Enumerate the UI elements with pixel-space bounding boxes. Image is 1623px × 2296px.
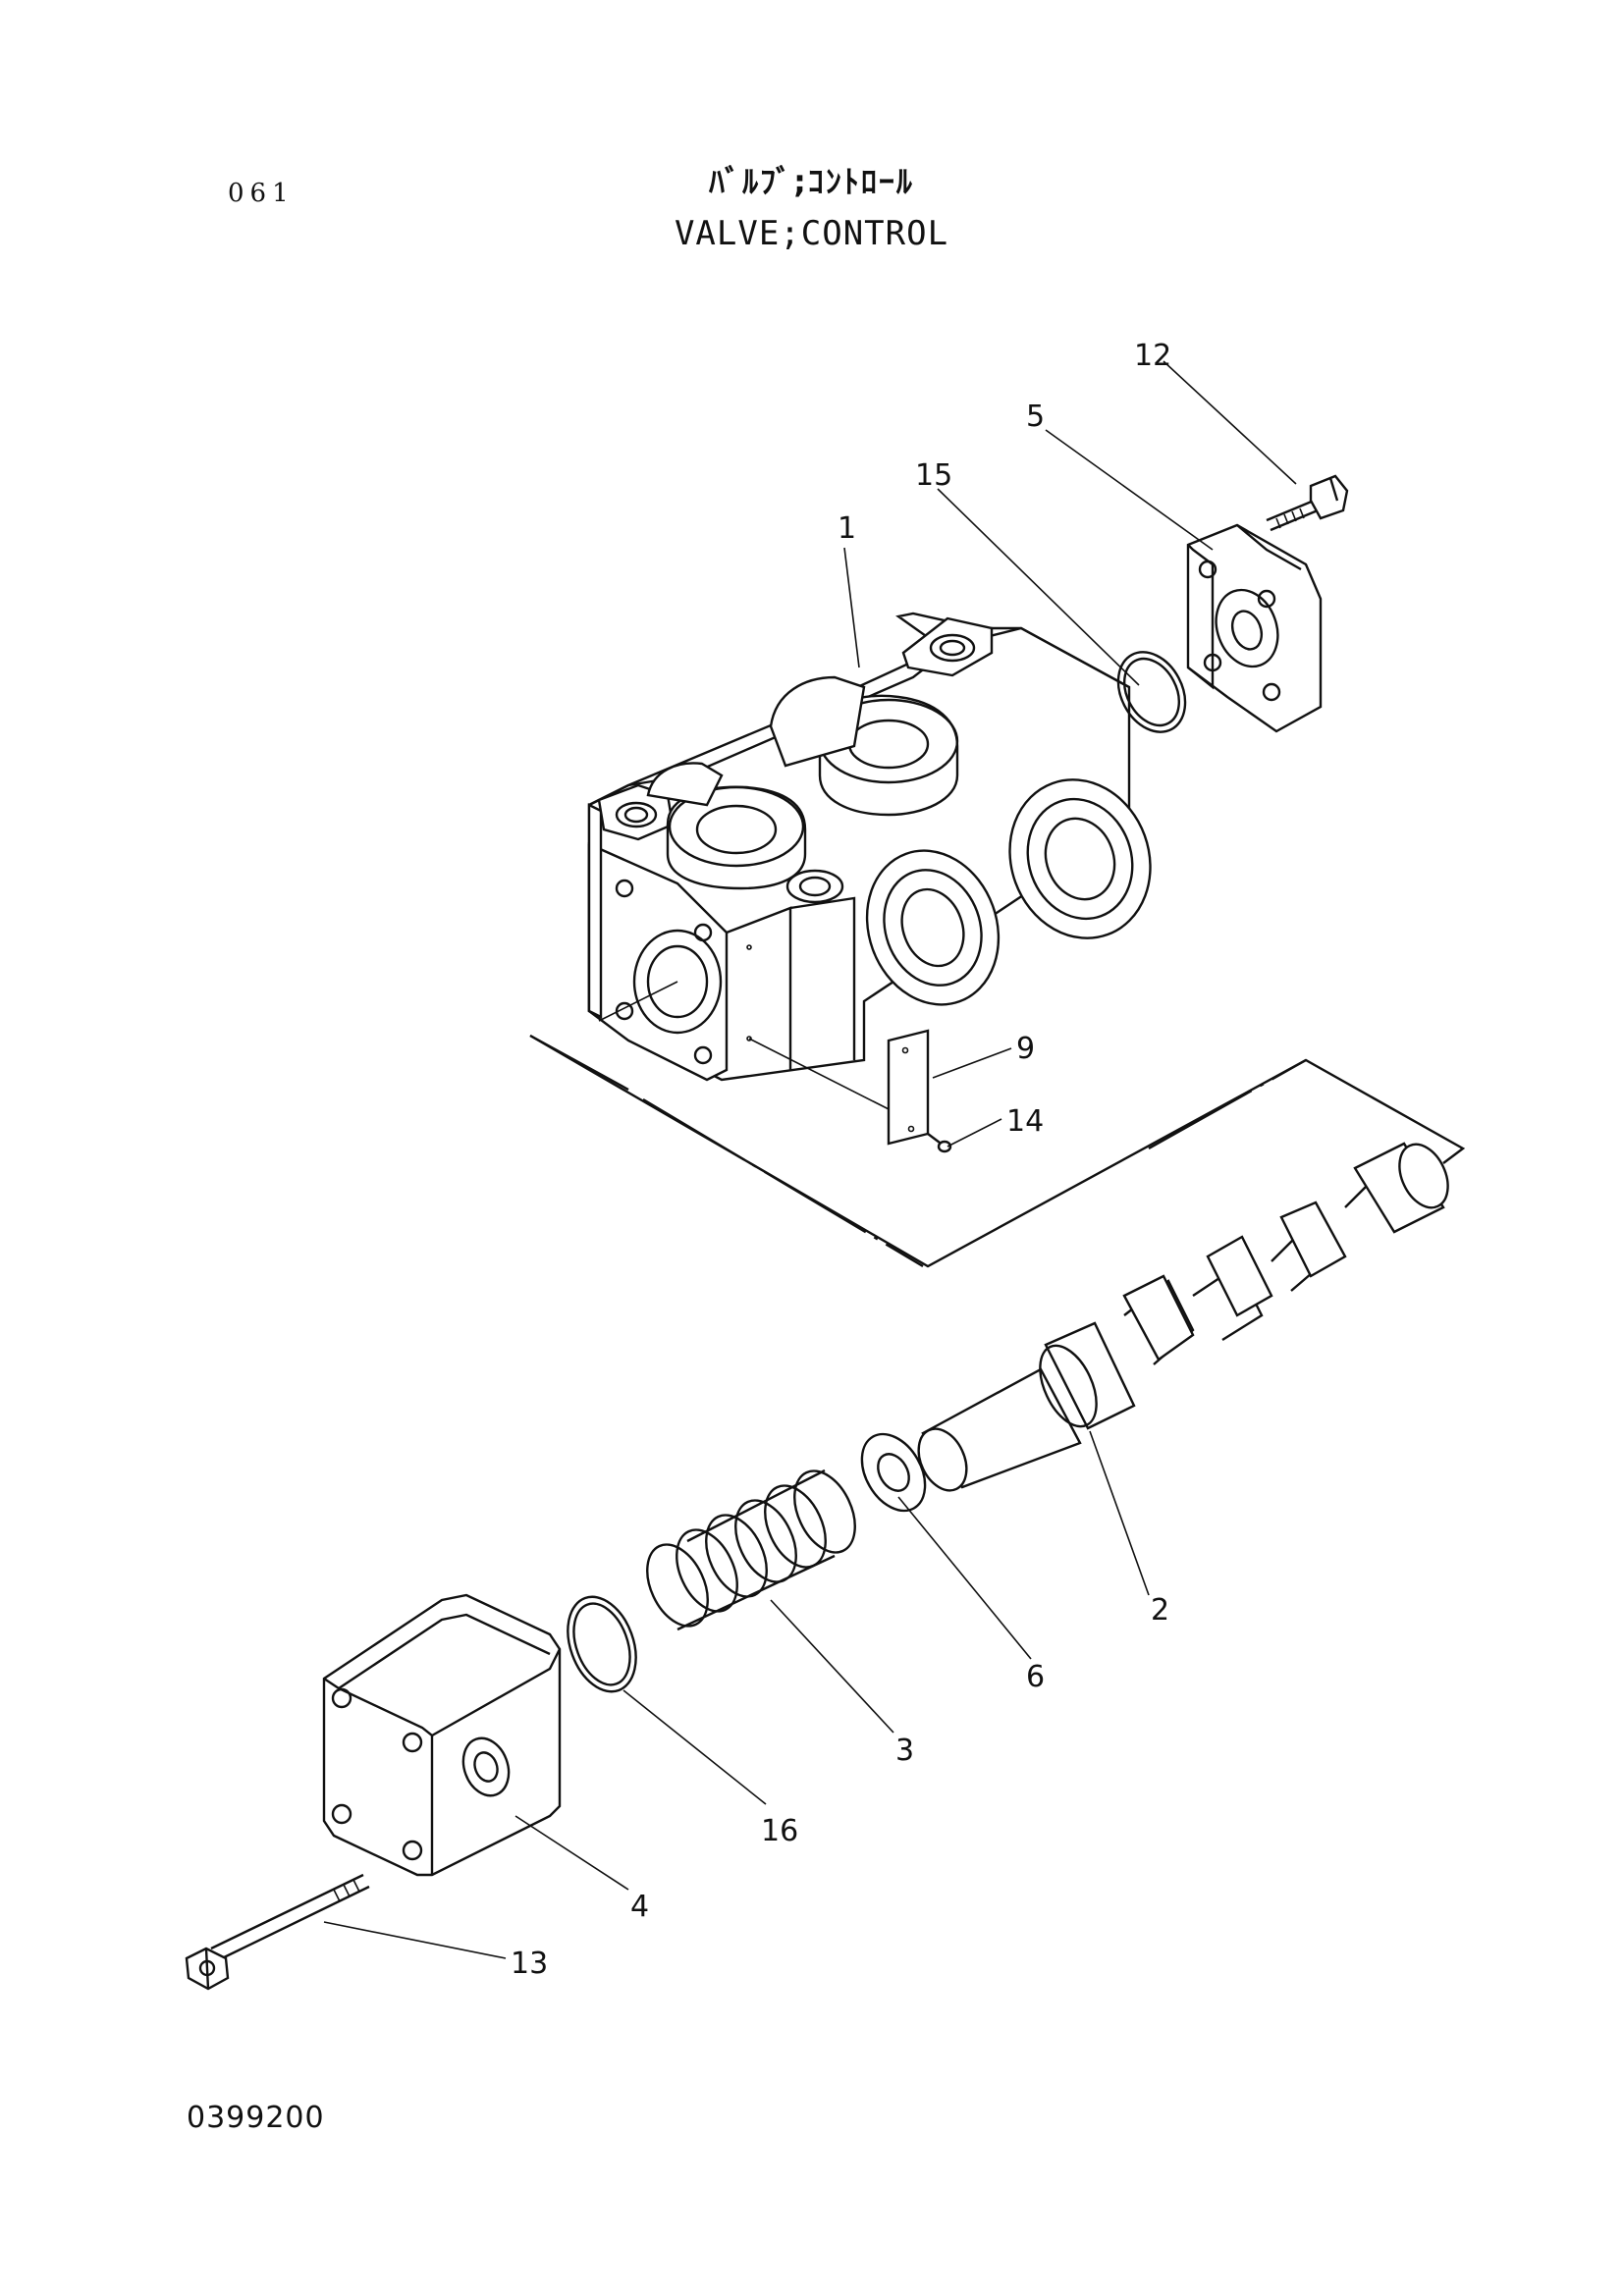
callout-16: 16 xyxy=(761,1814,798,1848)
assembly-centerline xyxy=(529,981,1466,1268)
part-spring xyxy=(646,1468,856,1631)
callout-3: 3 xyxy=(895,1734,914,1768)
part-washer xyxy=(860,1432,927,1513)
part-spool xyxy=(917,1142,1449,1492)
part-bolt-small xyxy=(1266,474,1349,532)
drawing-code: 0399200 xyxy=(187,2101,325,2135)
callout-labels: 1 2 3 4 5 6 9 12 13 14 15 16 xyxy=(511,339,1171,1981)
part-valve-body xyxy=(587,612,1152,1082)
part-bolt-long xyxy=(185,1873,370,1991)
callout-13: 13 xyxy=(511,1947,548,1981)
callout-4: 4 xyxy=(630,1890,649,1924)
part-name-plate xyxy=(887,1029,930,1146)
callout-14: 14 xyxy=(1006,1104,1044,1139)
part-rivet-screw xyxy=(927,1133,952,1153)
callout-9: 9 xyxy=(1016,1032,1035,1066)
title-english: VALVE;CONTROL xyxy=(674,214,949,253)
part-flange-cover xyxy=(1186,523,1323,733)
title-japanese: ﾊﾞﾙﾌﾞ;ｺﾝﾄﾛｰﾙ xyxy=(709,163,914,200)
callout-12: 12 xyxy=(1134,339,1171,373)
callout-1: 1 xyxy=(838,511,856,546)
part-end-cap xyxy=(322,1593,562,1877)
part-o-ring-lower xyxy=(567,1595,637,1693)
callout-15: 15 xyxy=(915,458,952,493)
callout-5: 5 xyxy=(1026,400,1045,434)
leader-lines xyxy=(323,360,1297,1959)
part-o-ring-upper xyxy=(1116,651,1187,733)
callout-6: 6 xyxy=(1026,1660,1045,1694)
page-number: 061 xyxy=(228,179,295,208)
callout-2: 2 xyxy=(1151,1593,1169,1628)
